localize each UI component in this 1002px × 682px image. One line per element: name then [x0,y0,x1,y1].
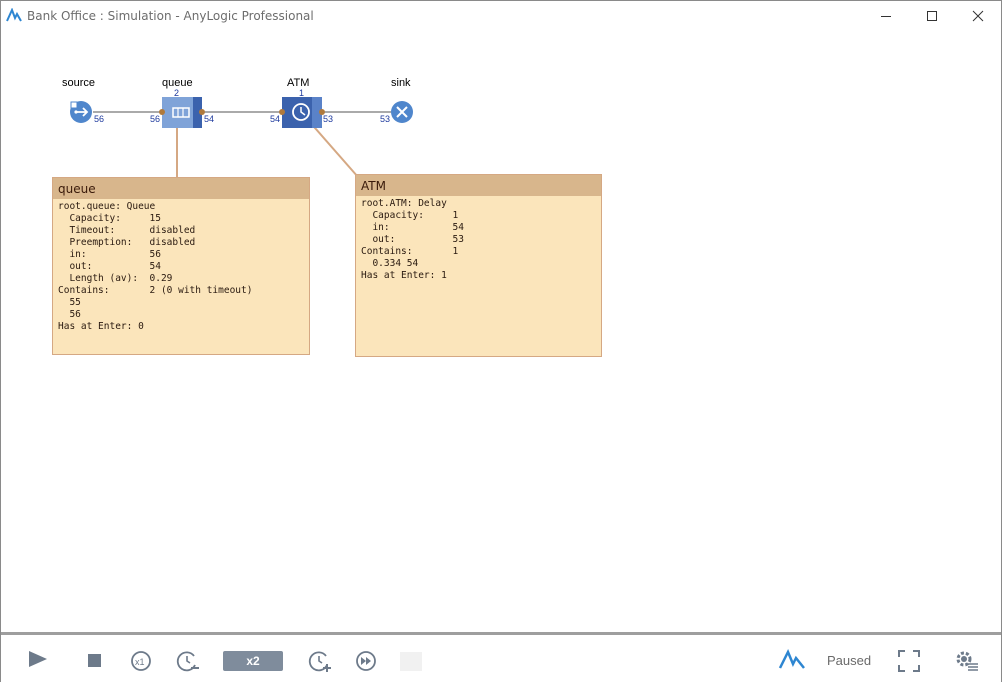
flowchart-graphics [70,97,413,178]
window-title: Bank Office : Simulation - AnyLogic Prof… [27,9,314,23]
maximize-icon [927,11,937,21]
settings-icon [956,651,978,671]
fullscreen-button[interactable] [895,635,923,682]
slow-down-icon [176,651,199,672]
atm-out-count: 53 [323,114,334,124]
queue-inspect-line: in: 56 [58,249,161,260]
close-icon [972,10,984,22]
queue-inspect-line: Capacity: 15 [58,213,161,224]
atm-inspect-line: Capacity: 1 [361,210,459,221]
queue-in-count: 56 [150,114,161,124]
stop-icon [88,654,101,667]
queue-count: 2 [174,88,180,98]
sink-in-count: 53 [380,114,391,124]
source-icon[interactable] [70,101,92,123]
atm-name-label: ATM [287,77,310,89]
close-button[interactable] [955,1,1001,32]
queue-out-count: 54 [204,114,215,124]
minimize-icon [881,16,891,17]
queue-inspect-line: Length (av): 0.29 [58,273,173,284]
speed-x1-icon: x1 [131,651,151,671]
atm-inspect-line: out: 53 [361,234,464,245]
queue-inspect-line: root.queue: Queue [58,201,156,212]
queue-inspect-line: out: 54 [58,261,161,272]
atm-count: 1 [299,88,305,98]
delay-icon[interactable] [279,97,325,128]
queue-inspect-window[interactable]: queue root.queue: Queue Capacity: 15 Tim… [52,177,310,355]
anylogic-logo-icon [778,649,805,669]
queue-inspect-line: Has at Enter: 0 [58,321,144,332]
atm-inspect-line: Contains: 1 [361,246,459,257]
queue-inspect-line: Contains: 2 (0 with timeout) [58,285,253,296]
slow-down-button[interactable] [173,635,201,682]
fast-forward-icon [356,651,376,671]
model-canvas[interactable]: source queue ATM sink 2 1 56 56 54 54 53… [1,32,1001,632]
atm-inspect-line: Has at Enter: 1 [361,270,447,281]
queue-inspect-line: Timeout: disabled [58,225,196,236]
play-icon [29,651,47,667]
atm-inspect-line: in: 54 [361,222,464,233]
queue-inspect-title: queue [53,178,309,199]
queue-inspect-line: 56 [58,309,81,320]
queue-inspect-content: root.queue: Queue Capacity: 15 Timeout: … [53,199,309,333]
fullscreen-icon [898,650,920,672]
anylogic-logo-icon [6,8,22,22]
sink-name-label: sink [391,77,411,89]
source-out-count: 56 [94,114,105,124]
maximize-button[interactable] [909,1,955,32]
sink-icon[interactable] [391,101,413,123]
anylogic-logo [775,635,807,682]
simulation-toolbar: x1 x2 Paused [1,632,1001,682]
settings-button[interactable] [951,635,981,682]
queue-icon[interactable] [159,97,205,128]
atm-inspect-content: root.ATM: Delay Capacity: 1 in: 54 out: … [356,196,601,282]
svg-text:x1: x1 [135,657,145,667]
queue-name-label: queue [162,77,193,89]
queue-inspect-line: Preemption: disabled [58,237,196,248]
atm-inspect-line: root.ATM: Delay [361,198,447,209]
speed-x1-button[interactable]: x1 [127,635,155,682]
title-bar: Bank Office : Simulation - AnyLogic Prof… [1,1,1001,32]
speed-up-button[interactable] [305,635,333,682]
speed-value-button[interactable]: x2 [223,651,283,671]
atm-inspect-line: 0.334 54 [361,258,419,269]
run-button[interactable] [23,635,53,682]
simulation-status: Paused [827,653,872,668]
atm-inspect-title: ATM [356,175,601,196]
queue-inspect-line: 55 [58,297,81,308]
atm-inspect-window[interactable]: ATM root.ATM: Delay Capacity: 1 in: 54 o… [355,174,602,357]
atm-in-count: 54 [270,114,281,124]
stop-button[interactable] [83,635,107,682]
fast-forward-button[interactable] [352,635,380,682]
speed-up-icon [308,651,331,672]
source-name-label: source [62,77,96,89]
minimize-button[interactable] [863,1,909,32]
disabled-button [400,652,422,671]
